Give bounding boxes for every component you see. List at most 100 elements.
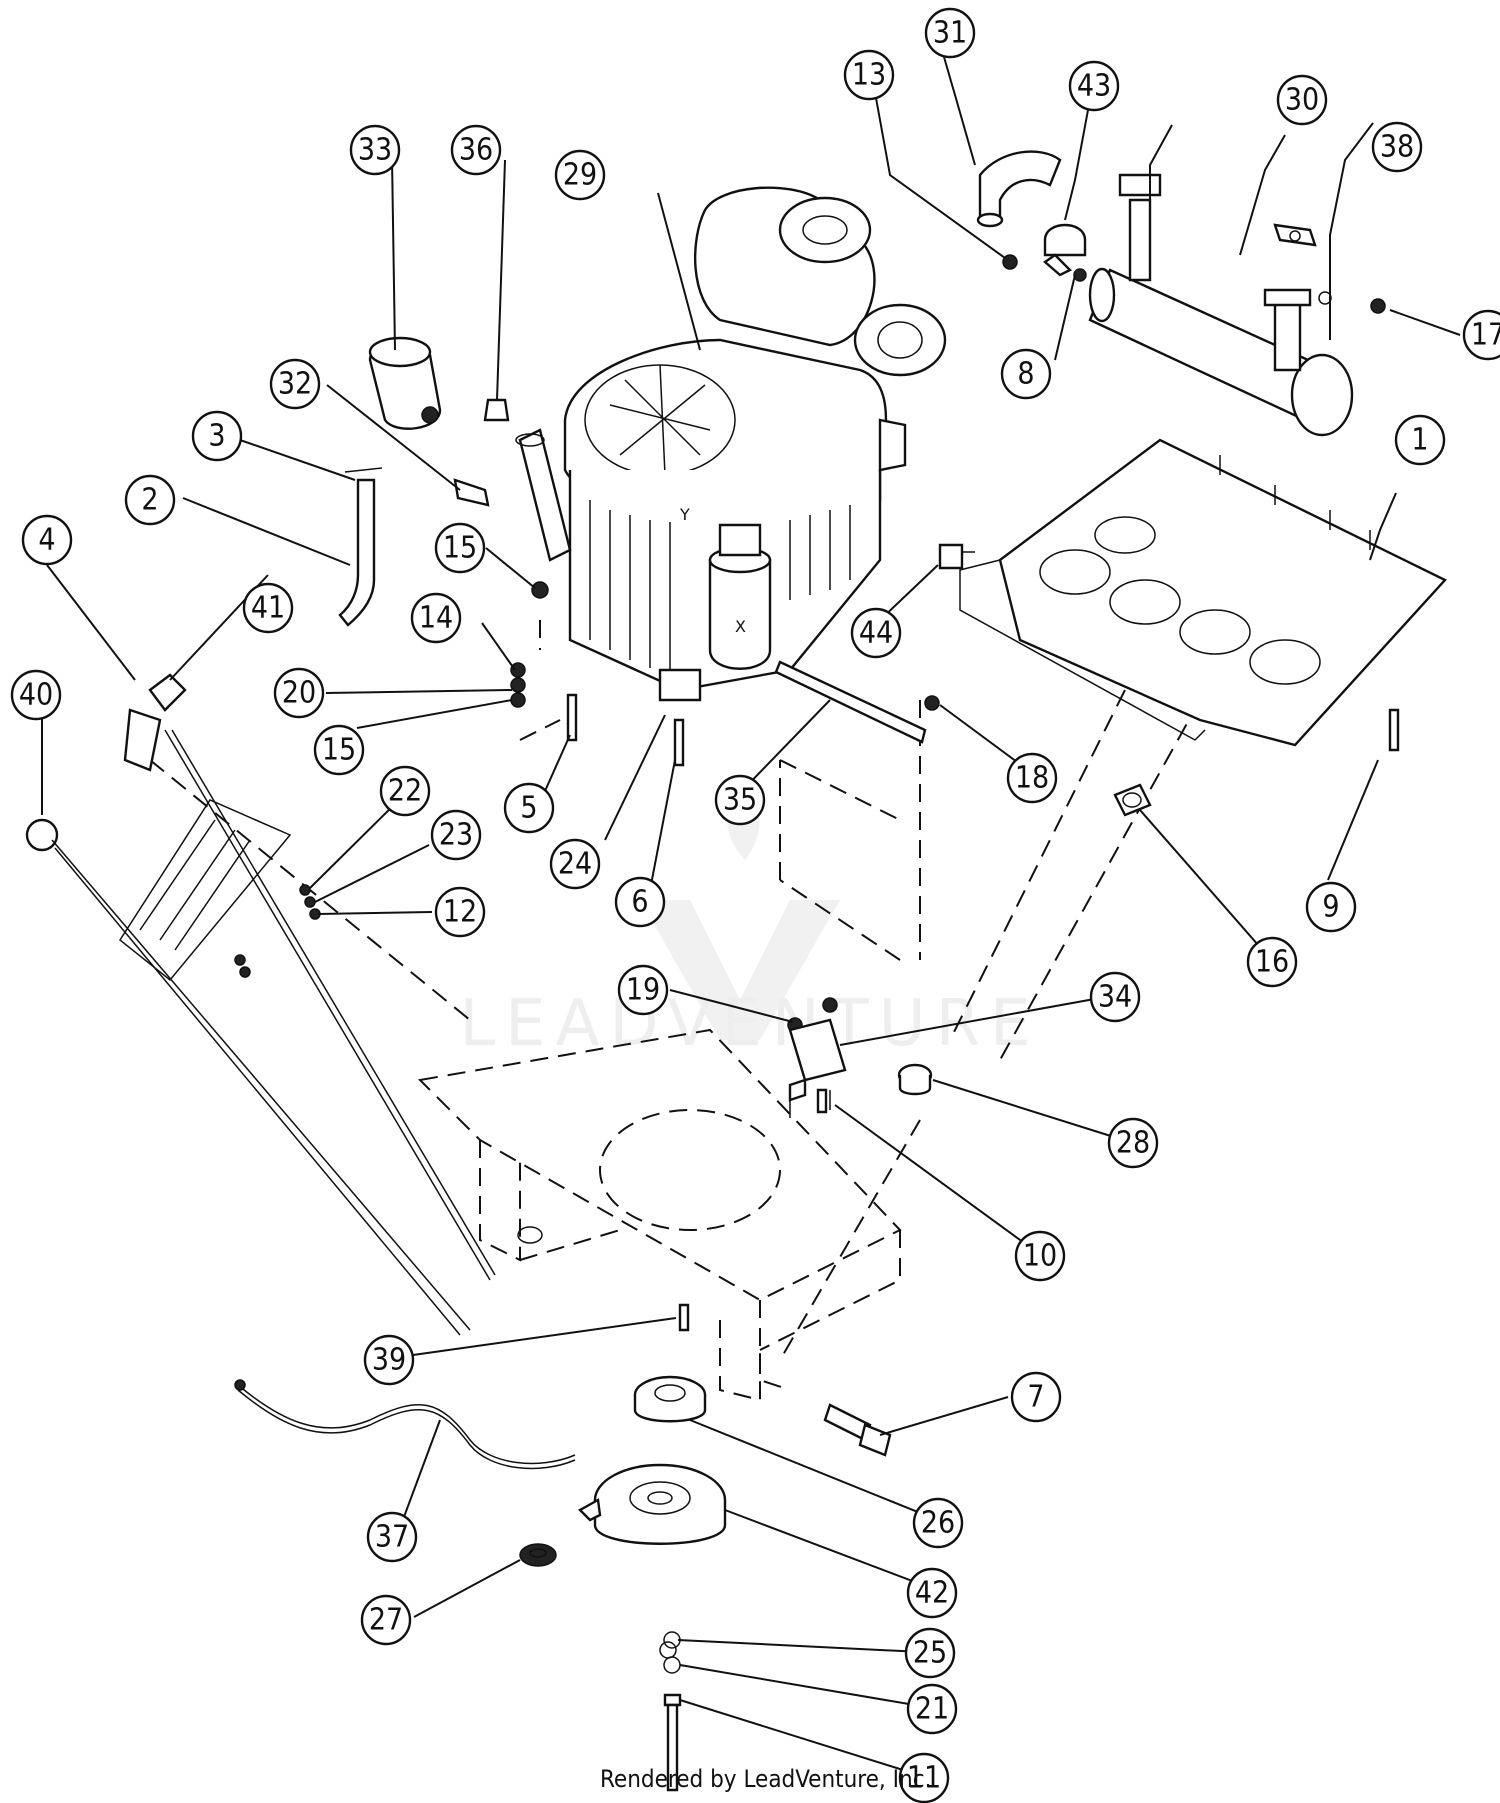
callout-39: 39 xyxy=(363,1334,415,1386)
callout-label: 39 xyxy=(372,1343,406,1378)
callout-label: 42 xyxy=(915,1576,949,1611)
callout-label: 16 xyxy=(1255,945,1289,980)
engine-y-label: Y xyxy=(679,505,690,524)
callout-label: 3 xyxy=(208,419,225,454)
callout-label: 5 xyxy=(520,791,537,826)
callout-37: 37 xyxy=(366,1511,418,1563)
callout-label: 38 xyxy=(1380,130,1414,165)
callout-label: 21 xyxy=(915,1692,949,1727)
engine-x-label: X xyxy=(735,617,746,636)
callout-26: 26 xyxy=(912,1497,964,1549)
small-bolts xyxy=(566,693,1400,1114)
callout-label: 41 xyxy=(251,591,285,626)
callout-label: 2 xyxy=(141,483,158,518)
callout-7: 7 xyxy=(1010,1371,1062,1423)
callout-17: 17 xyxy=(1462,309,1500,361)
callout-label: 27 xyxy=(369,1603,403,1638)
callout-label: 6 xyxy=(631,885,648,920)
callout-label: 29 xyxy=(563,158,597,193)
callout-circle xyxy=(1010,1371,1062,1423)
callout-label: 32 xyxy=(278,367,312,402)
callout-circle xyxy=(124,474,176,526)
callout-2: 2 xyxy=(124,474,176,526)
callout-38: 38 xyxy=(1371,121,1423,173)
callout-circle xyxy=(1068,60,1120,112)
callout-label: 25 xyxy=(913,1636,947,1671)
callout-circle xyxy=(850,607,902,659)
callout-circle xyxy=(242,582,294,634)
callout-circle xyxy=(549,838,601,890)
callout-circle xyxy=(617,964,669,1016)
callout-circle xyxy=(269,358,321,410)
callout-41: 41 xyxy=(242,582,294,634)
callout-30: 30 xyxy=(1276,74,1328,126)
callout-circle xyxy=(906,1683,958,1735)
callout-circle xyxy=(898,1752,950,1803)
callout-label: 36 xyxy=(459,133,493,168)
callout-40: 40 xyxy=(10,669,62,721)
callout-circle xyxy=(273,667,325,719)
watermark-text: LEADVENTURE xyxy=(460,987,1041,1061)
callout-label: 7 xyxy=(1027,1380,1044,1415)
callout-label: 8 xyxy=(1017,357,1034,392)
callout-20: 20 xyxy=(273,667,325,719)
callout-circle xyxy=(1006,752,1058,804)
callout-circle xyxy=(1107,1117,1159,1169)
callout-circle xyxy=(1371,121,1423,173)
callout-label: 26 xyxy=(921,1506,955,1541)
callout-circle xyxy=(363,1334,415,1386)
callout-31: 31 xyxy=(924,7,976,59)
callout-label: 9 xyxy=(1322,890,1339,925)
callout-21: 21 xyxy=(906,1683,958,1735)
engine xyxy=(515,186,947,702)
callout-circle xyxy=(906,1567,958,1619)
callout-label: 24 xyxy=(558,847,592,882)
exhaust-clamp xyxy=(1043,223,1087,277)
rendered-by-credit: Rendered by LeadVenture, Inc. xyxy=(600,1765,932,1793)
exhaust-elbow xyxy=(976,150,1062,228)
leader-lines xyxy=(41,56,1461,1771)
callout-label: 30 xyxy=(1285,83,1319,118)
muffler xyxy=(1088,173,1354,437)
callout-circle xyxy=(191,410,243,462)
callout-35: 35 xyxy=(714,774,766,826)
heat-shield xyxy=(959,438,1447,747)
watermark-logo-icon xyxy=(640,900,840,1040)
callout-9: 9 xyxy=(1305,881,1357,933)
callout-circle xyxy=(924,7,976,59)
callout-11: 11 xyxy=(898,1752,950,1803)
callout-1: 1 xyxy=(1394,414,1446,466)
callout-23: 23 xyxy=(430,809,482,861)
caps xyxy=(897,783,1152,1096)
callout-label: 15 xyxy=(322,733,356,768)
callout-label: 12 xyxy=(443,895,477,930)
callout-42: 42 xyxy=(906,1567,958,1619)
watermark: LEADVENTURE xyxy=(460,780,1041,1061)
callout-circle xyxy=(434,522,486,574)
callout-circle xyxy=(1000,348,1052,400)
callout-label: 13 xyxy=(852,58,886,93)
callout-label: 14 xyxy=(419,601,453,636)
callout-circle xyxy=(1462,309,1500,361)
callout-layer: 1234567891011121314151516171819202122232… xyxy=(10,7,1500,1803)
control-cables xyxy=(25,673,496,1336)
bolt-large xyxy=(823,1403,892,1457)
callout-13: 13 xyxy=(843,49,895,101)
callout-label: 15 xyxy=(443,531,477,566)
callout-15a: 15 xyxy=(434,522,486,574)
callout-3: 3 xyxy=(191,410,243,462)
callout-25: 25 xyxy=(904,1627,956,1679)
callout-label: 17 xyxy=(1471,318,1500,353)
wire-harness xyxy=(234,1379,576,1470)
callout-label: 31 xyxy=(933,16,967,51)
engine-pulley xyxy=(633,1375,707,1423)
callout-circle xyxy=(434,886,486,938)
callout-6: 6 xyxy=(614,876,666,928)
callout-circle xyxy=(904,1627,956,1679)
callout-28: 28 xyxy=(1107,1117,1159,1169)
callout-circle xyxy=(410,592,462,644)
callout-8: 8 xyxy=(1000,348,1052,400)
callout-circle xyxy=(503,782,555,834)
callout-circle xyxy=(1305,881,1357,933)
